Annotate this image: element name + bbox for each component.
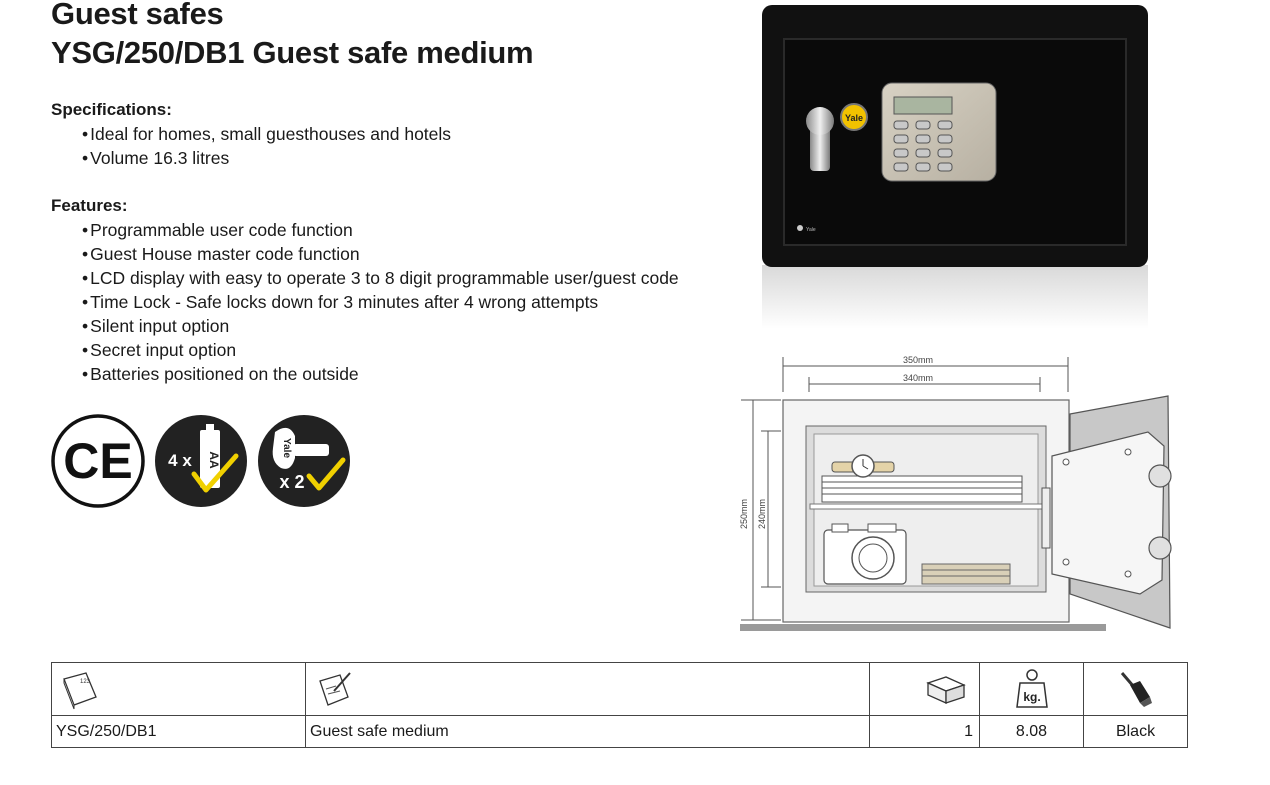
color-icon <box>1120 672 1152 707</box>
features-heading: Features: <box>51 196 128 215</box>
table-header-row: 123 kg. <box>51 662 1188 716</box>
ce-mark-icon: CE <box>51 414 145 508</box>
battery-type: AA <box>207 451 221 469</box>
spec-item: Ideal for homes, small guesthouses and h… <box>82 122 451 146</box>
product-weight: 8.08 <box>979 715 1084 748</box>
svg-text:123: 123 <box>80 679 91 685</box>
feature-item: Time Lock - Safe locks down for 3 minute… <box>82 290 679 314</box>
key-count: x 2 <box>279 472 304 492</box>
safe-photo: Yale Yale <box>762 5 1148 329</box>
features-list: Programmable user code function Guest Ho… <box>82 218 679 386</box>
outer-height-label: 250mm <box>739 499 749 529</box>
feature-item: Secret input option <box>82 338 679 362</box>
specifications-list: Ideal for homes, small guesthouses and h… <box>82 122 451 170</box>
product-table: 123 kg. <box>51 662 1188 748</box>
page-subtitle: YSG/250/DB1 Guest safe medium <box>51 35 534 70</box>
page-title: Guest safes <box>51 0 224 31</box>
feature-item: Guest House master code function <box>82 242 679 266</box>
weight-header: kg. <box>979 662 1084 716</box>
safe-dimension-drawing: 350mm 340mm 250mm 240mm <box>739 355 1172 631</box>
package-icon <box>926 676 966 705</box>
weight-icon: kg. <box>1015 669 1048 708</box>
svg-text:Yale: Yale <box>806 227 816 233</box>
inner-width-label: 340mm <box>903 373 933 383</box>
keypad <box>893 120 953 172</box>
feature-item: Batteries positioned on the outside <box>82 362 679 386</box>
svg-text:Yale: Yale <box>845 113 863 123</box>
description-icon <box>319 672 351 706</box>
key-icon: Yale x 2 <box>258 415 350 507</box>
ce-label: CE <box>63 433 132 489</box>
description-header <box>305 662 870 716</box>
battery-icon: 4 x AA <box>155 415 247 507</box>
battery-count: 4 x <box>168 451 192 470</box>
key-brand: Yale <box>281 438 292 458</box>
spec-item: Volume 16.3 litres <box>82 146 451 170</box>
feature-item: Silent input option <box>82 314 679 338</box>
specifications-heading: Specifications: <box>51 100 172 119</box>
table-row: YSG/250/DB1 Guest safe medium 1 8.08 Bla… <box>51 715 1188 748</box>
product-quantity: 1 <box>869 715 980 748</box>
check-icon <box>306 457 346 491</box>
product-code: YSG/250/DB1 <box>51 715 306 748</box>
yale-logo <box>840 103 868 131</box>
catalogue-header: 123 <box>51 662 306 716</box>
product-color: Black <box>1083 715 1188 748</box>
feature-item: LCD display with easy to operate 3 to 8 … <box>82 266 679 290</box>
package-header <box>869 662 980 716</box>
feature-item: Programmable user code function <box>82 218 679 242</box>
svg-text:kg.: kg. <box>1023 690 1040 704</box>
outer-width-label: 350mm <box>903 355 933 365</box>
product-description: Guest safe medium <box>305 715 870 748</box>
inner-height-label: 240mm <box>757 499 767 529</box>
catalogue-icon: 123 <box>63 672 97 710</box>
check-icon <box>191 453 239 493</box>
color-header <box>1083 662 1188 716</box>
